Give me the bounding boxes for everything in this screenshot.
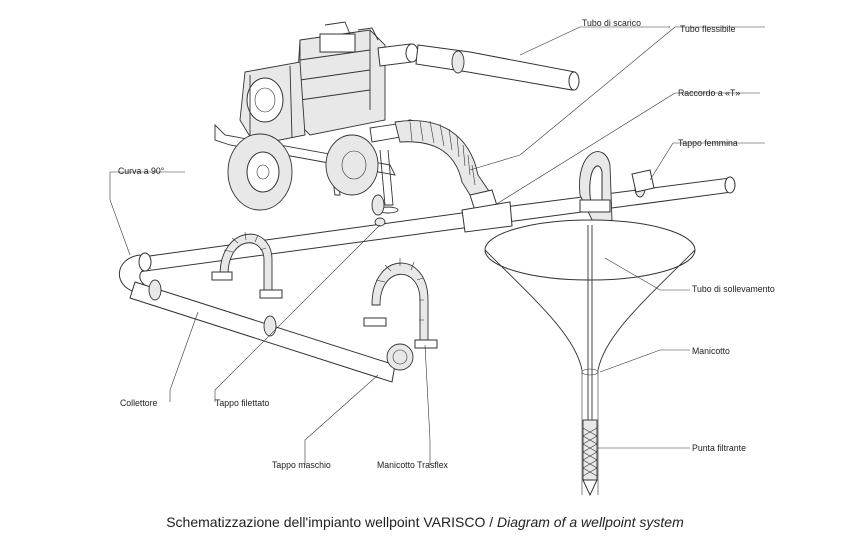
discharge-pipe [377,43,580,91]
soil-funnel [484,219,696,497]
label-tappo-maschio: Tappo maschio [272,460,331,471]
pump-unit [214,21,416,214]
label-manicotto-trasflex: Manicotto Trasflex [377,460,448,471]
trasflex-sleeves [211,231,438,349]
label-collettore: Collettore [120,398,158,409]
label-manicotto: Manicotto [692,346,730,357]
label-tappo-filettato: Tappo filettato [215,398,270,409]
caption-italian: Schematizzazione dell'impianto wellpoint… [166,514,486,530]
leader-lines [109,26,765,465]
label-raccordo-a-t: Raccordo a «T» [678,88,741,99]
lifting-assembly [579,151,613,229]
caption-separator: / [485,514,498,530]
label-curva-a-90: Curva a 90° [118,166,165,177]
label-tubo-di-scarico: Tubo di scarico [582,18,641,29]
label-tappo-femmina: Tappo femmina [678,138,738,149]
flexible-hose [394,120,501,221]
figure-caption: Schematizzazione dell'impianto wellpoint… [0,514,850,530]
label-punta-filtrante: Punta filtrante [692,443,746,454]
label-tubo-di-sollevamento: Tubo di sollevamento [692,284,775,295]
caption-english: Diagram of a wellpoint system [497,514,684,530]
label-tubo-flessibile: Tubo flessibile [680,24,736,35]
